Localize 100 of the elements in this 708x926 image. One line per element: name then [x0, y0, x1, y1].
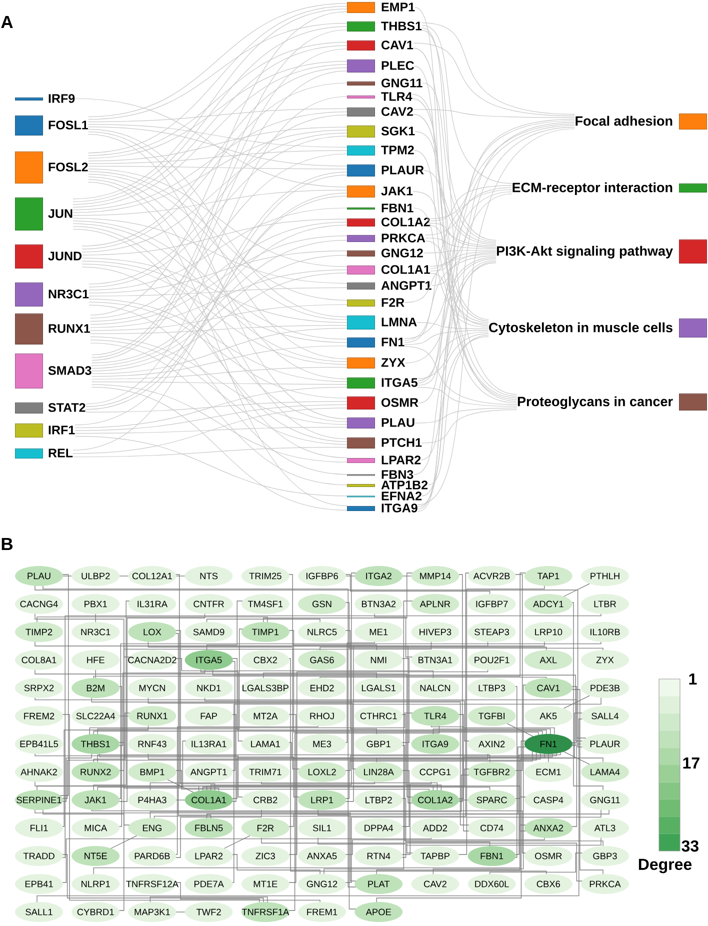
ellipse-node: CAV1	[524, 678, 572, 698]
flow-curve	[74, 426, 348, 434]
network-line	[432, 684, 526, 874]
network-line	[572, 745, 578, 827]
flow-curve	[424, 170, 518, 402]
network-line	[150, 782, 438, 790]
network-line	[458, 714, 555, 735]
flow-curve	[431, 252, 496, 286]
node-label: PLEC	[382, 61, 414, 70]
ellipse-node: NTS	[184, 566, 233, 586]
network-line	[320, 676, 547, 678]
ellipse-node: LRP10	[524, 622, 572, 642]
flow-curve	[91, 366, 348, 380]
network-line	[93, 712, 130, 762]
ellipse-node: MYCN	[128, 678, 176, 698]
ellipse-node: LAMA4	[581, 762, 629, 782]
ellipse-node: ANXA2	[524, 818, 572, 838]
ellipse-node: B2M	[72, 678, 120, 698]
ellipse-node: CYBRD1	[72, 902, 120, 922]
ellipse-node: ATL3	[581, 818, 629, 838]
flow-curve	[88, 168, 348, 267]
ellipse-node: GBP3	[581, 846, 629, 866]
network-line	[148, 642, 300, 770]
node-label: CAV2	[382, 107, 413, 116]
ellipse-node: COL1A2	[411, 790, 460, 810]
flow-curve	[413, 42, 576, 116]
network-line	[318, 838, 413, 854]
sankey-node: FOSL1	[14, 116, 88, 136]
flow-curve	[90, 342, 348, 486]
flow-curve	[414, 150, 489, 323]
flow-curve	[90, 222, 348, 322]
network-line	[345, 642, 545, 802]
ellipse-node: ANXA5	[298, 846, 346, 866]
flow-curve	[91, 386, 348, 511]
network-line	[176, 882, 260, 903]
ellipse-node: GAS6	[298, 650, 346, 670]
sankey-node: IRF9	[14, 94, 75, 103]
node-label: ZYX	[381, 358, 406, 367]
ellipse-node: MAP3K1	[128, 902, 176, 922]
node-label: COL1A2	[382, 218, 430, 226]
ellipse-node: PDE7A	[184, 874, 233, 894]
ellipse-node: LOXL2	[298, 762, 346, 782]
flow-curve	[412, 94, 496, 244]
ellipse-node: IL31RA	[128, 594, 176, 614]
sankey-node: FOSL2	[14, 152, 88, 184]
sankey-node: PLEC	[346, 60, 414, 73]
network-line	[148, 754, 488, 760]
network-line	[93, 572, 526, 678]
flow-curve	[422, 25, 512, 184]
network-line	[119, 642, 432, 771]
flow-curve	[88, 124, 348, 148]
flow-curve	[430, 225, 489, 326]
flow-curve	[88, 108, 348, 122]
sankey-node: ECM-receptor interaction	[512, 182, 708, 195]
node-label: JAK1	[381, 186, 413, 196]
ellipse-node: TGFBR2	[468, 762, 516, 782]
node-label: FOSL1	[48, 120, 88, 130]
network-line	[42, 586, 356, 888]
ellipse-node: FBLN5	[184, 818, 233, 838]
ellipse-node: CD74	[468, 818, 516, 838]
network-line	[176, 770, 430, 791]
sankey-node: Focal adhesion	[576, 114, 708, 130]
network-line	[93, 730, 543, 735]
ellipse-node: FBN1	[468, 846, 516, 866]
ellipse-node: BTN3A2	[354, 594, 403, 614]
ellipse-node: SERPINE1	[15, 790, 63, 810]
sankey-node: COL1A1	[346, 265, 430, 275]
flow-curve	[74, 98, 348, 188]
flow-curve	[88, 3, 348, 118]
flow-curve	[414, 7, 489, 320]
network-line	[202, 786, 490, 791]
ellipse-node: ZYX	[581, 650, 629, 670]
ellipse-node: PDE3B	[581, 678, 629, 698]
ellipse-node: ULBP2	[72, 566, 120, 586]
ellipse-node: PTHLH	[581, 566, 629, 586]
network-line	[34, 698, 586, 738]
node-label: TPM2	[381, 146, 414, 154]
ellipse-node: IGFBP7	[468, 594, 516, 614]
network-line	[402, 782, 432, 855]
network-line	[42, 810, 130, 826]
network-line	[402, 658, 410, 743]
flow-curve	[430, 185, 512, 222]
flow-curve	[425, 240, 518, 404]
network-line	[150, 774, 470, 818]
sankey-node: EFNA2	[346, 492, 422, 500]
flow-curve	[88, 304, 348, 475]
sankey-node: CAV1	[346, 40, 414, 51]
ellipse-node: CAV2	[411, 874, 460, 894]
network-line	[34, 670, 413, 798]
ellipse-node: HFE	[72, 650, 120, 670]
network-line	[489, 852, 582, 874]
ellipse-node: FREM2	[15, 706, 63, 726]
flow-curve	[412, 191, 496, 246]
flow-curve	[418, 336, 489, 512]
network-line	[288, 726, 440, 911]
network-line	[210, 572, 356, 790]
node-label: PLAU	[382, 418, 414, 427]
scale-label: 17	[683, 758, 700, 769]
ellipse-node: CTHRC1	[354, 706, 403, 726]
ellipse-node: ACVR2B	[468, 566, 516, 586]
